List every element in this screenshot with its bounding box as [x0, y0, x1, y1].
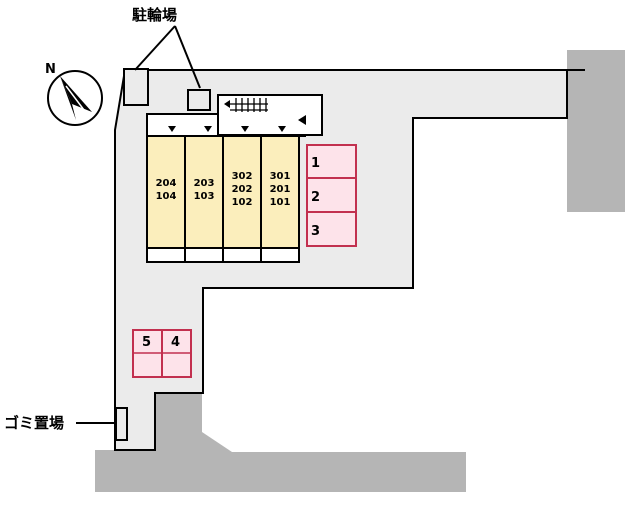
entrance-arrow-icon-4 [278, 126, 286, 132]
parking-group-right: 1 2 3 [306, 144, 357, 247]
bicycle-pointer-line-1 [134, 25, 176, 71]
stair-direction-arrow-icon [224, 100, 230, 108]
bicycle-parking-label: 駐輪場 [132, 6, 177, 24]
svg-text:104: 104 [156, 191, 177, 202]
staircase-icon [230, 98, 268, 112]
neighbor-lot-right [567, 50, 625, 212]
svg-text:202: 202 [232, 184, 253, 195]
bicycle-parking-box-2 [187, 89, 211, 111]
bicycle-pointer-line-2 [174, 25, 201, 89]
stair-landing-arrow-icon [298, 115, 306, 125]
garbage-area-box [115, 407, 128, 441]
entrance-arrow-icon-1 [168, 126, 176, 132]
unit-stack-2: 203 103 [194, 178, 215, 202]
entrance-arrow-icon-2 [204, 126, 212, 132]
building-stair-block [217, 94, 323, 136]
svg-text:103: 103 [194, 191, 215, 202]
unit-stack-4: 301 201 101 [270, 171, 291, 208]
entrance-arrow-icon-3 [241, 126, 249, 132]
svg-text:203: 203 [194, 178, 215, 189]
parking-space-3 [306, 211, 357, 247]
bicycle-parking-box-1 [123, 68, 149, 106]
neighbor-lot-bottom [95, 393, 466, 492]
parking-space-5-label: 5 [142, 335, 151, 350]
svg-text:101: 101 [270, 197, 291, 208]
garbage-area-label: ゴミ置場 [4, 414, 64, 432]
svg-text:301: 301 [270, 171, 291, 182]
svg-text:204: 204 [156, 178, 177, 189]
parking-space-1-label: 1 [311, 156, 320, 171]
parking-space-2-label: 2 [311, 190, 320, 205]
svg-text:102: 102 [232, 197, 253, 208]
unit-stack-1: 204 104 [156, 178, 177, 202]
north-label: N [45, 62, 56, 77]
parking-group-left: 5 4 [132, 329, 192, 378]
svg-text:201: 201 [270, 184, 291, 195]
parking-space-3-label: 3 [311, 224, 320, 239]
north-compass-icon [47, 70, 103, 126]
parking-space-1 [306, 144, 357, 179]
unit-stack-3: 302 202 102 [232, 171, 253, 208]
svg-text:302: 302 [232, 171, 253, 182]
apartment-building: 204 104 203 103 302 202 102 301 201 101 [146, 94, 323, 263]
parking-space-4-label: 4 [171, 335, 180, 350]
